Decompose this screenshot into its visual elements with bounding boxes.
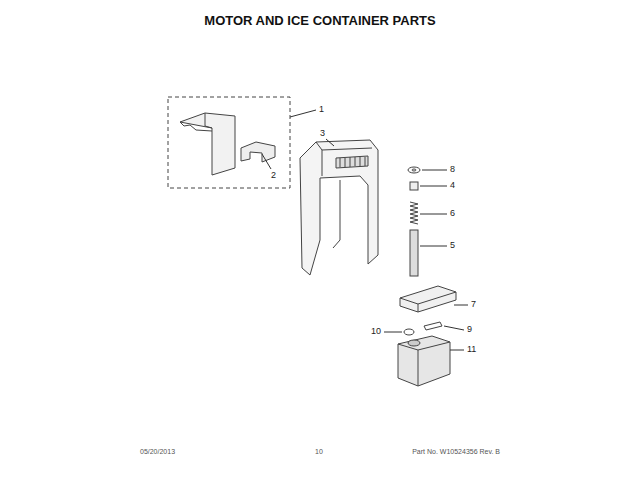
small-washer — [404, 329, 414, 335]
ice-container-edge — [205, 113, 212, 128]
motor-bracket-edge — [400, 292, 456, 312]
chute-grille — [336, 156, 368, 168]
gasket — [424, 322, 442, 330]
bracket-part — [241, 142, 275, 162]
rod — [410, 230, 418, 276]
chute-edges — [316, 142, 372, 248]
ice-container-lip — [180, 122, 212, 131]
motor-shaft — [408, 340, 420, 346]
chute-housing — [300, 140, 378, 275]
callout-number: 7 — [471, 299, 476, 310]
footer-text: Part No. W10524356 Rev. B — [412, 446, 500, 457]
callout-number: 6 — [450, 208, 455, 219]
washer — [408, 167, 420, 173]
motor-bracket — [400, 286, 456, 312]
callout-number: 4 — [450, 180, 455, 191]
callout-number: 3 — [320, 128, 325, 139]
callout-number: 10 — [371, 326, 381, 337]
footer-text: 10 — [315, 446, 323, 457]
footer-text: 05/20/2013 — [140, 446, 175, 457]
callout-number: 11 — [467, 344, 476, 355]
callout-number: 5 — [450, 240, 455, 251]
bushing — [410, 182, 418, 190]
page-title: MOTOR AND ICE CONTAINER PARTS — [0, 13, 640, 28]
callout-number: 2 — [271, 170, 276, 181]
motor-edge — [398, 342, 450, 386]
assembly-box — [168, 97, 290, 188]
leader-lines — [262, 110, 468, 350]
ice-container — [180, 113, 235, 175]
spring — [410, 202, 418, 224]
callout-number: 1 — [319, 104, 324, 115]
callout-number: 9 — [467, 324, 472, 335]
washer-hole — [412, 169, 416, 171]
grille-slots — [340, 157, 365, 167]
callout-number: 8 — [450, 164, 455, 175]
motor — [398, 336, 450, 386]
